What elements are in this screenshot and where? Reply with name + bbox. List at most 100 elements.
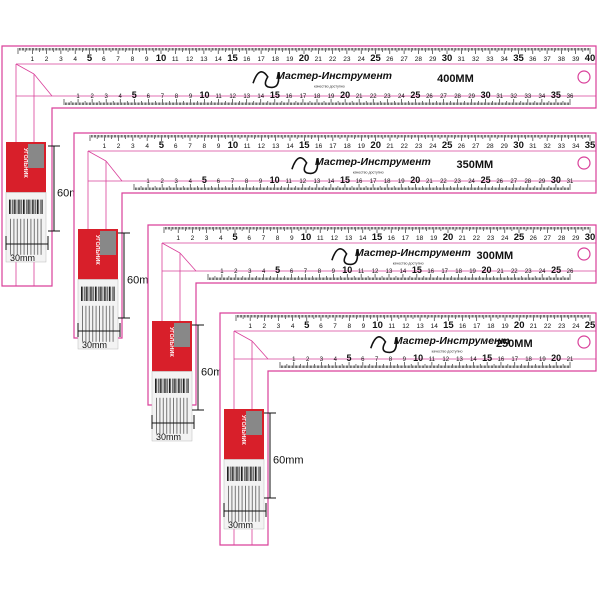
brand-tagline: качество доступно <box>314 84 345 88</box>
bottom-scale-number: 10 <box>200 90 210 100</box>
bottom-scale-number: 24 <box>398 94 405 100</box>
square-outline <box>1 45 597 287</box>
top-scale-number: 30 <box>442 53 453 64</box>
bottom-scale-number: 22 <box>370 94 377 100</box>
bottom-scale-number: 17 <box>300 94 307 100</box>
top-scale-number: 29 <box>572 235 580 242</box>
bottom-scale-number: 8 <box>245 179 249 185</box>
top-scale-number: 25 <box>370 53 381 64</box>
top-scale-number: 23 <box>558 323 566 330</box>
barcode-bar <box>231 466 233 481</box>
bottom-scale-number: 18 <box>314 94 321 100</box>
corner-bevel <box>161 242 181 254</box>
bottom-scale-number: 16 <box>286 94 293 100</box>
top-scale-number: 8 <box>347 323 351 330</box>
top-scale-number: 4 <box>219 235 223 242</box>
bottom-scale-number: 8 <box>318 269 322 275</box>
bottom-scale-number: 25 <box>410 90 420 100</box>
top-scale-number: 15 <box>443 320 454 331</box>
bottom-scale-number: 10 <box>270 175 280 185</box>
label-grey-box <box>246 411 262 435</box>
barcode-bar <box>107 286 108 301</box>
top-scale-number: 30 <box>513 140 524 151</box>
bottom-scale-number: 15 <box>412 265 422 275</box>
barcode-bar <box>233 466 234 481</box>
top-scale-number: 18 <box>416 235 424 242</box>
top-scale-number: 11 <box>317 235 324 242</box>
top-scale-number: 20 <box>443 232 454 243</box>
top-scale-number: 21 <box>459 235 467 242</box>
top-scale-number: 20 <box>370 140 381 151</box>
label-text-line <box>88 305 90 342</box>
label-text-line <box>173 397 174 434</box>
bottom-scale-number: 19 <box>539 357 546 363</box>
logo-swoosh-icon <box>331 248 359 266</box>
corner-bevel <box>251 340 269 360</box>
barcode-bar <box>185 378 187 393</box>
barcode-bar <box>187 378 189 393</box>
top-scale-number: 12 <box>331 235 339 242</box>
top-scale-number: 3 <box>205 235 209 242</box>
top-scale-number: 6 <box>319 323 323 330</box>
barcode-bar <box>170 378 172 393</box>
top-scale-number: 25 <box>514 232 525 243</box>
barcode-bar <box>29 199 30 214</box>
top-scale-number: 31 <box>458 56 466 63</box>
top-scale-number: 1 <box>30 56 34 63</box>
barcode-bar <box>105 286 107 301</box>
label-product-name: УГОЛЬНИК <box>168 327 174 357</box>
barcode-bar <box>36 199 39 214</box>
barcode-bar <box>162 378 164 393</box>
barcode-bar <box>110 286 111 301</box>
dimension-label-60: 60mm <box>273 455 304 467</box>
barcode-bar <box>184 378 185 393</box>
dimension-label-30: 30mm <box>10 253 35 263</box>
top-scale-number: 3 <box>277 323 281 330</box>
top-scale-number: 8 <box>202 143 206 150</box>
top-scale-number: 8 <box>131 56 135 63</box>
top-scale-number: 18 <box>487 323 495 330</box>
top-scale-number: 5 <box>232 232 238 243</box>
top-scale-number: 26 <box>458 143 466 150</box>
bottom-scale-number: 22 <box>440 179 447 185</box>
bottom-scale-number: 6 <box>147 94 151 100</box>
bottom-scale-number: 17 <box>511 357 518 363</box>
label-text-line <box>112 305 114 342</box>
bottom-scale-number: 20 <box>340 90 350 100</box>
top-scale-number: 13 <box>200 56 208 63</box>
square-outline <box>219 312 597 546</box>
bottom-scale-number: 15 <box>482 353 492 363</box>
label-text-line <box>99 305 100 342</box>
barcode-bar <box>96 286 98 301</box>
bottom-scale-number: 17 <box>441 269 448 275</box>
bottom-scale-number: 29 <box>468 94 475 100</box>
top-scale-number: 10 <box>372 320 383 331</box>
bottom-scale-number: 10 <box>342 265 352 275</box>
top-scale-number: 13 <box>416 323 424 330</box>
barcode-bar <box>175 378 176 393</box>
bottom-scale-number: 3 <box>248 269 252 275</box>
top-scale-number: 2 <box>263 323 267 330</box>
top-scale-number: 19 <box>286 56 294 63</box>
logo-swoosh-icon <box>252 71 280 89</box>
barcode-bar <box>111 286 113 301</box>
bottom-scale-number: 1 <box>76 94 80 100</box>
label-text-line <box>92 305 94 342</box>
size-label: 350MM <box>457 159 494 171</box>
top-scale-number: 16 <box>459 323 467 330</box>
top-scale-number: 32 <box>544 143 552 150</box>
bottom-scale-number: 2 <box>306 357 310 363</box>
corner-bevel <box>233 330 253 342</box>
top-scale-number: 22 <box>401 143 409 150</box>
top-scale-number: 9 <box>145 56 149 63</box>
label-text-line <box>27 218 28 255</box>
barcode-bar <box>32 199 34 214</box>
top-scale-number: 20 <box>299 53 310 64</box>
label-text-line <box>23 218 25 255</box>
label-text-line <box>16 218 18 255</box>
bottom-scale-number: 14 <box>257 94 264 100</box>
